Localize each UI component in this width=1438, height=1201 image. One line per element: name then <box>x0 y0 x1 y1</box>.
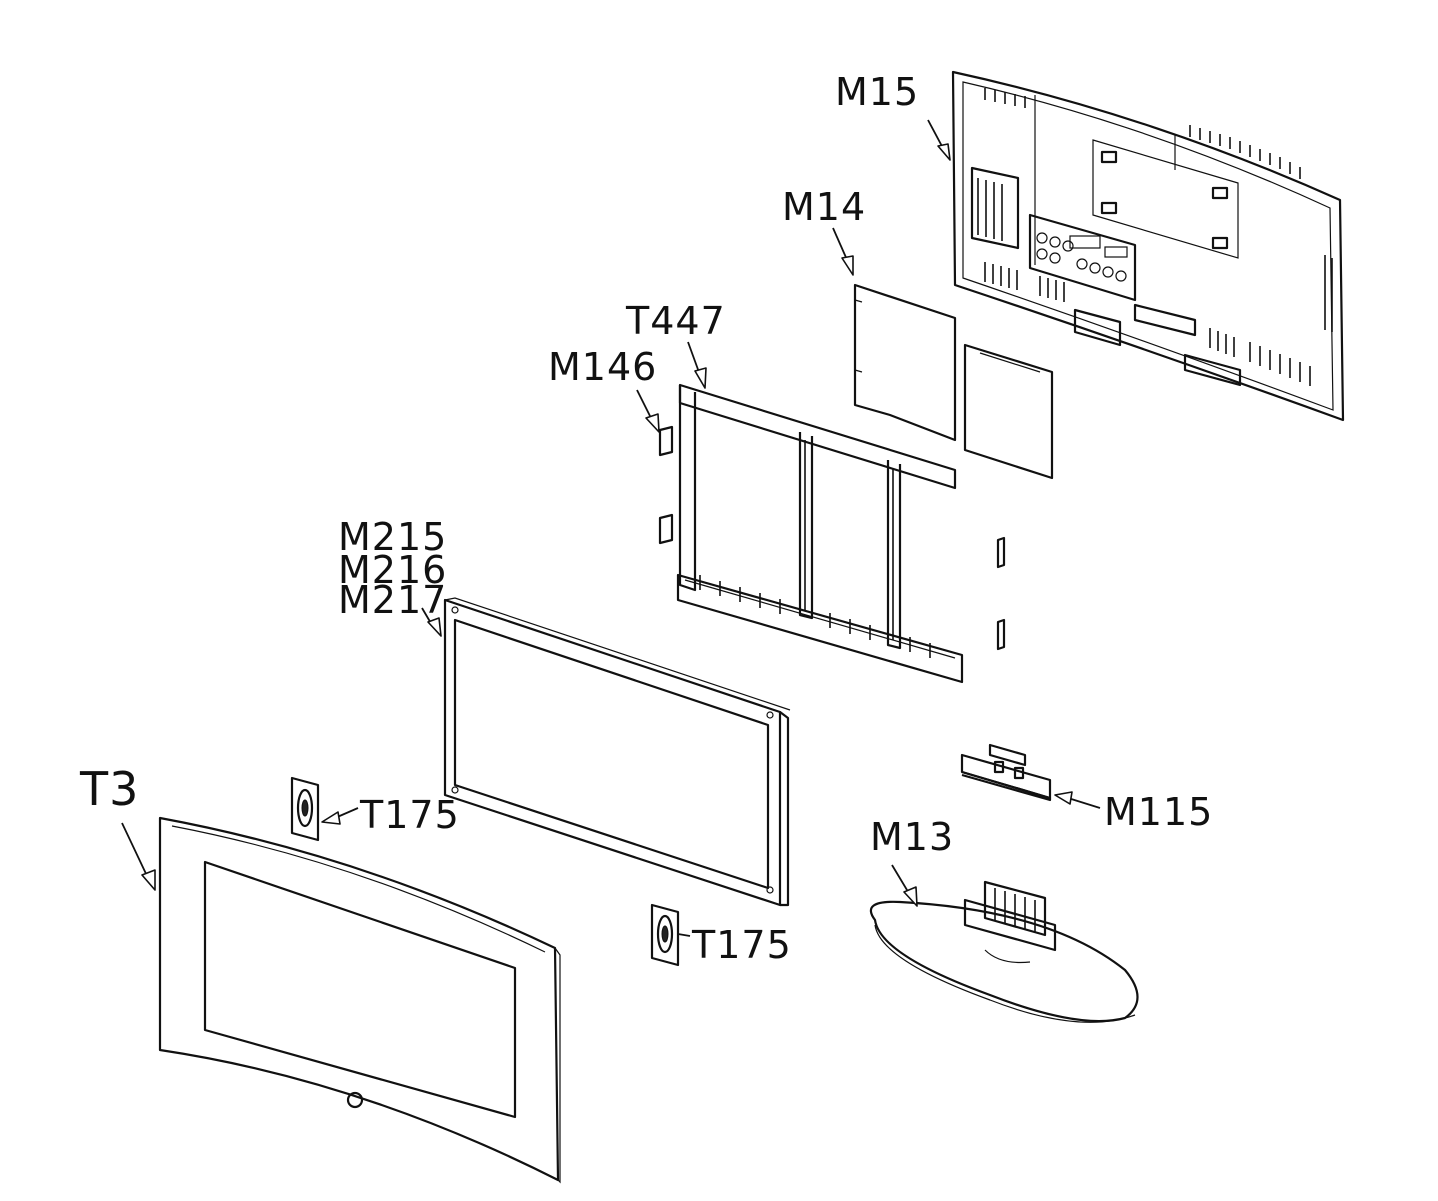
label-t175-right: T175 <box>691 923 792 967</box>
shield-plates-m14 <box>853 283 1054 480</box>
panel-frame-m215 <box>443 597 791 907</box>
front-bezel-t3 <box>158 816 561 1184</box>
label-t3: T3 <box>79 762 139 816</box>
label-m15: M15 <box>835 70 919 114</box>
label-m215: M215 <box>338 515 447 559</box>
speaker-t175-right <box>650 903 680 967</box>
label-m216: M216 <box>338 548 447 592</box>
label-m13: M13 <box>870 815 954 859</box>
label-m14: M14 <box>782 185 866 229</box>
part-labels: M15 M14 T447 M146 M215 M216 M217 T3 T175… <box>79 70 1213 967</box>
label-t447: T447 <box>625 299 726 343</box>
label-m146: M146 <box>548 345 657 389</box>
clip-lower <box>996 618 1006 651</box>
clip-upper <box>996 536 1006 569</box>
bracket-m146 <box>658 425 674 545</box>
bracket-m115 <box>960 743 1052 802</box>
speaker-t175-left <box>290 776 320 842</box>
label-m217: M217 <box>338 578 447 622</box>
leader-lines <box>121 119 1101 937</box>
label-t175-left: T175 <box>359 793 460 837</box>
label-m115: M115 <box>1104 790 1213 834</box>
rear-cabinet-m15 <box>951 70 1345 422</box>
stand-m13 <box>869 880 1139 1023</box>
chassis-frame-t447 <box>676 383 964 684</box>
